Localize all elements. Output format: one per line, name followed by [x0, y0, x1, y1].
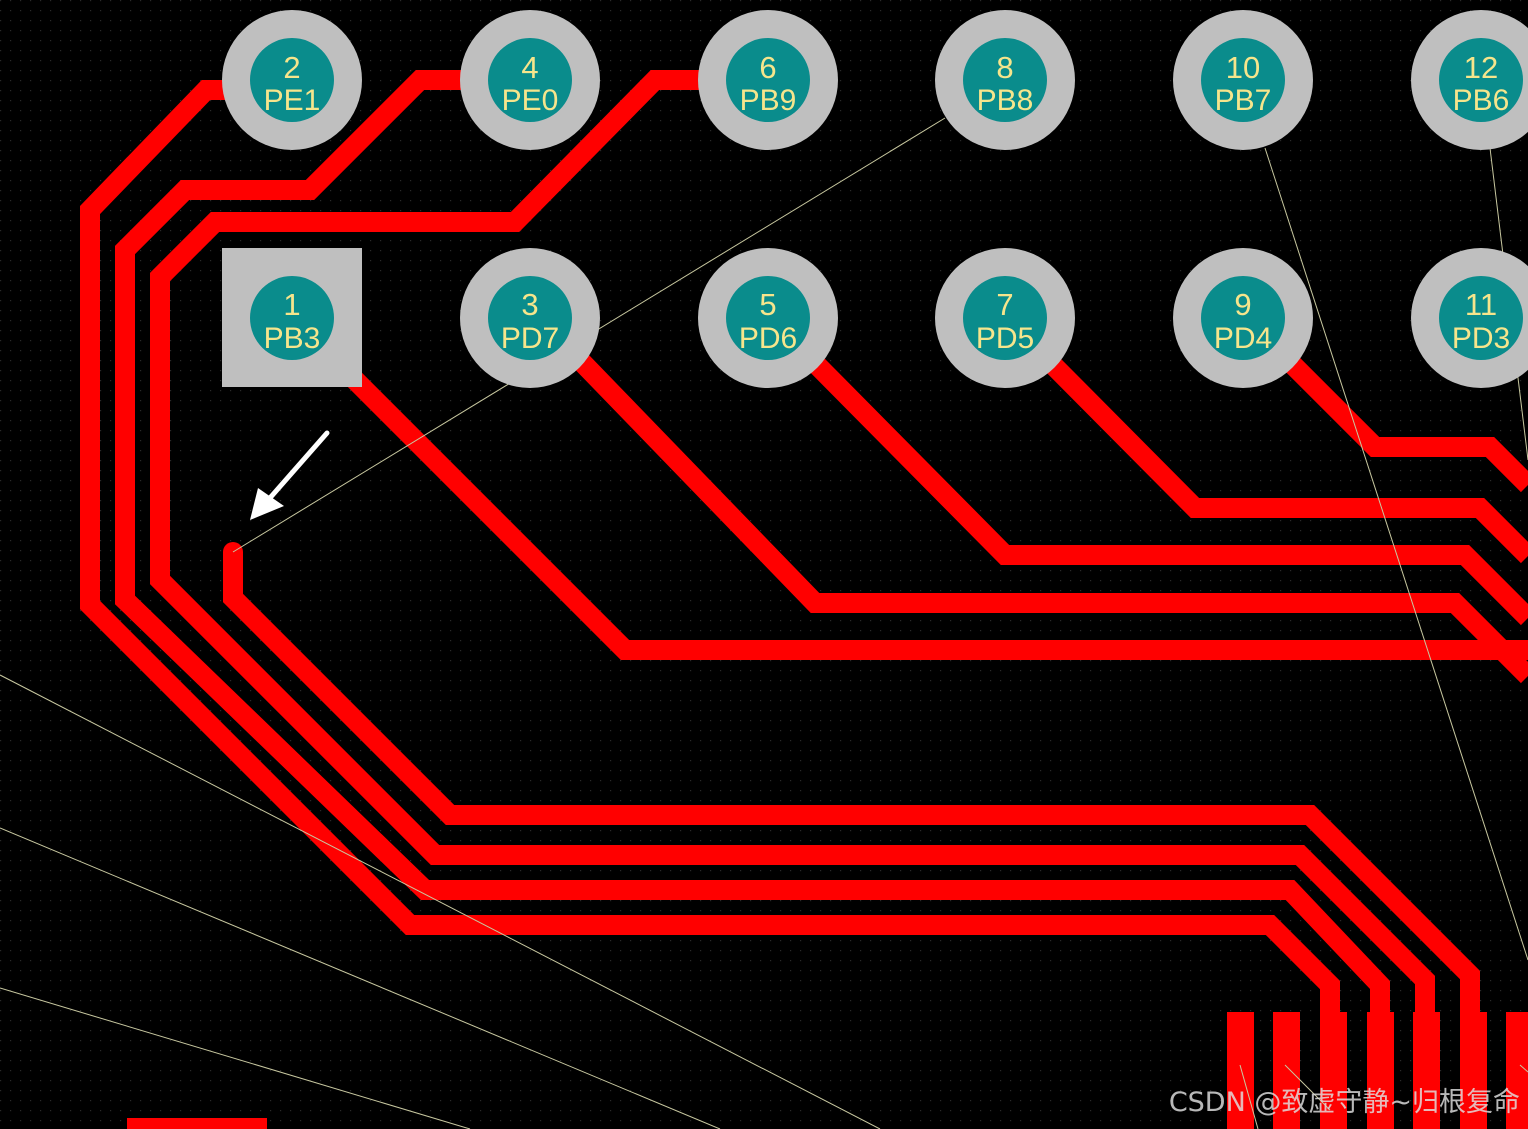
- pad-number: 4: [521, 50, 538, 85]
- pad-1-3[interactable]: 3 PD7: [460, 248, 600, 388]
- trace-pd7[interactable]: [567, 348, 1528, 684]
- pad-1-11[interactable]: 11 PD3: [1411, 248, 1528, 388]
- pad-net: PB6: [1453, 84, 1510, 117]
- pad-net: PE1: [264, 84, 321, 117]
- pad-1-7[interactable]: 7 PD5: [935, 248, 1075, 388]
- finger[interactable]: [1273, 1012, 1300, 1129]
- pad-net: PE0: [502, 84, 559, 117]
- pad-number: 3: [521, 287, 538, 322]
- finger[interactable]: [1413, 1012, 1440, 1129]
- trace-layer: [80, 70, 1528, 1129]
- trace-pd6[interactable]: [804, 352, 1528, 626]
- watermark: CSDN @致虚守静~归根复命: [1168, 1087, 1520, 1118]
- pad-net: PB3: [264, 322, 321, 355]
- pad-1-5[interactable]: 5 PD6: [698, 248, 838, 388]
- trace-pd4[interactable]: [1282, 354, 1528, 493]
- pad-number: 8: [996, 50, 1013, 85]
- finger[interactable]: [1320, 1012, 1347, 1129]
- ratsnest-line: [0, 674, 881, 1129]
- pad-number: 7: [996, 287, 1013, 322]
- pad-number: 9: [1234, 287, 1251, 322]
- pad-net: PD7: [501, 322, 559, 355]
- trace-pb3[interactable]: [337, 362, 1528, 660]
- pad-number: 6: [759, 50, 776, 85]
- pad-1-9[interactable]: 9 PD4: [1173, 248, 1313, 388]
- pad-net: PD3: [1452, 322, 1510, 355]
- ratsnest-line: [0, 987, 471, 1129]
- trace-pb9[interactable]: [150, 70, 1435, 1129]
- pad-net: PD4: [1214, 322, 1272, 355]
- pad-1-4[interactable]: 4 PE0: [460, 10, 600, 150]
- pad-net: PB7: [1215, 84, 1272, 117]
- finger[interactable]: [1227, 1012, 1254, 1129]
- ratsnest-line: [1264, 147, 1528, 961]
- finger[interactable]: [1506, 1012, 1528, 1129]
- pad-1-2[interactable]: 2 PE1: [222, 10, 362, 150]
- trace-pd5[interactable]: [1042, 354, 1528, 564]
- partial-pad-bottom-left[interactable]: [127, 1118, 267, 1129]
- finger[interactable]: [1460, 1012, 1487, 1129]
- pad-1-10[interactable]: 10 PB7: [1173, 10, 1313, 150]
- pad-net: PB8: [977, 84, 1034, 117]
- pad-number: 5: [759, 287, 776, 322]
- pad-1-12[interactable]: 12 PB6: [1411, 10, 1528, 150]
- pad-1-8[interactable]: 8 PB8: [935, 10, 1075, 150]
- ratsnest-line: [0, 827, 721, 1129]
- pad-net: PD5: [976, 322, 1034, 355]
- ratsnest-line: [1519, 1064, 1528, 1073]
- pad-number: 10: [1226, 50, 1260, 85]
- pad-net: PB9: [740, 84, 797, 117]
- pad-1-6[interactable]: 6 PB9: [698, 10, 838, 150]
- connector-fingers: [1227, 1012, 1528, 1129]
- pad-number: 11: [1465, 287, 1497, 322]
- annotation-arrow-icon: [250, 430, 330, 520]
- ratsnest-line: [1284, 1064, 1331, 1111]
- ratsnest-line: [1239, 1064, 1259, 1129]
- pad-1-1-square[interactable]: 1 PB3: [222, 248, 362, 387]
- pad-net: PD6: [739, 322, 797, 355]
- pad-number: 1: [283, 287, 300, 322]
- pad-number: 2: [283, 50, 300, 85]
- trace-pb3-stub[interactable]: [223, 552, 1480, 1129]
- finger[interactable]: [1367, 1012, 1394, 1129]
- trace-pe0[interactable]: [115, 70, 1390, 1129]
- trace-pe1[interactable]: [80, 80, 1340, 1129]
- pad-number: 12: [1464, 50, 1498, 85]
